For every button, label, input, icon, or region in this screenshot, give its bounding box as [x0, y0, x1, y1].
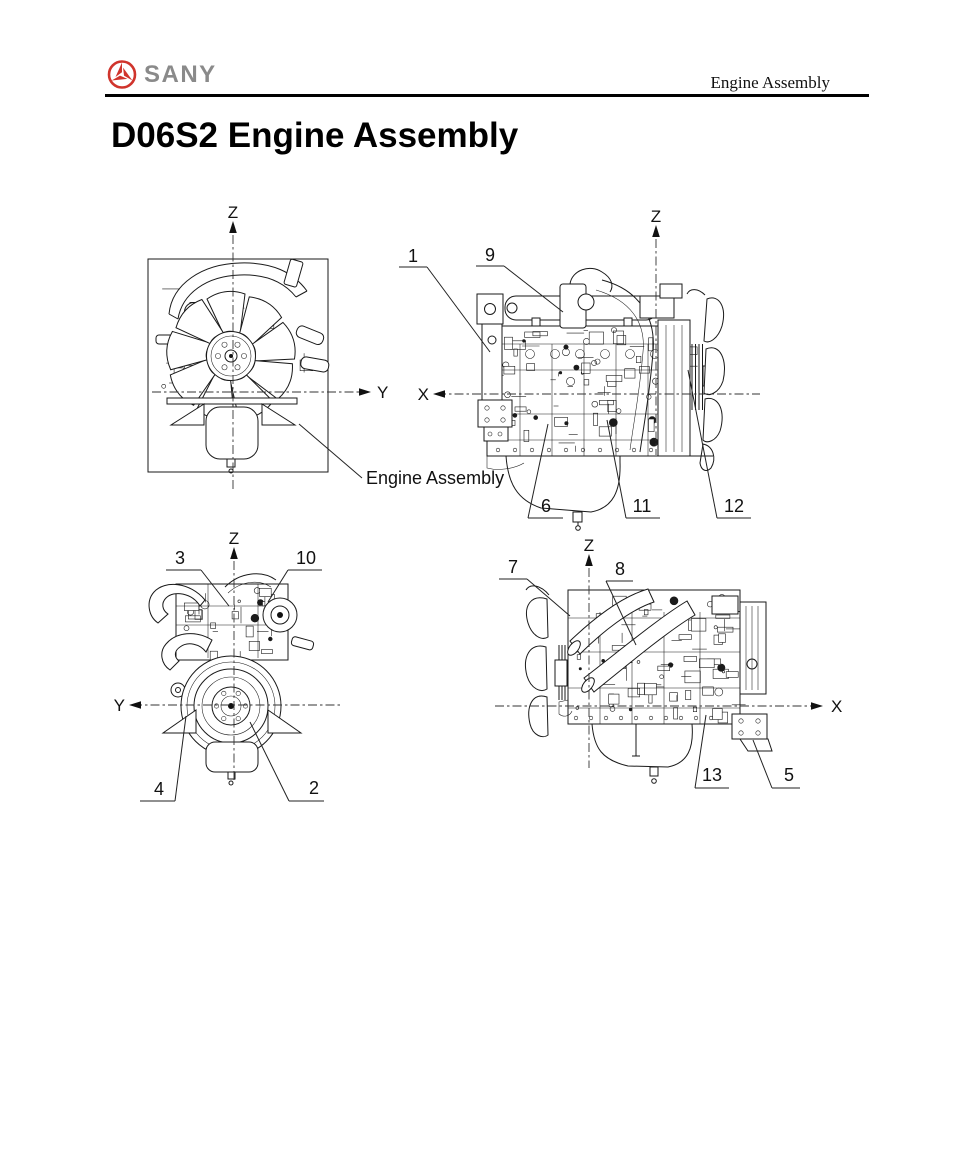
sany-logo-icon	[107, 60, 137, 89]
view-rear: Z Y 3 10 4 2	[114, 529, 340, 802]
axis-label-z: Z	[651, 207, 661, 226]
callout-13: 13	[694, 714, 729, 789]
x-axis-arrow	[811, 702, 823, 710]
callout-7: 7	[499, 557, 571, 617]
axis-label-x: X	[418, 385, 429, 404]
fan-hub	[206, 331, 256, 381]
svg-text:9: 9	[485, 245, 495, 265]
z-axis-arrow	[652, 225, 660, 237]
svg-text:4: 4	[154, 779, 164, 799]
svg-text:10: 10	[296, 548, 316, 568]
x-axis-arrow	[433, 390, 445, 398]
z-axis-arrow	[585, 554, 593, 566]
fan-blades-side	[686, 289, 725, 471]
y-axis-arrow	[129, 701, 141, 709]
svg-text:8: 8	[615, 559, 625, 579]
svg-text:11: 11	[633, 496, 652, 516]
figure-caption: Engine Assembly	[366, 468, 504, 488]
flywheel	[180, 655, 282, 757]
view-front: Z Y Engine Assembly	[147, 203, 504, 490]
callout-10: 10	[267, 548, 322, 603]
fan-blades-side	[525, 585, 550, 738]
engine-detail-texture	[575, 594, 751, 724]
axis-label-z: Z	[584, 536, 594, 555]
z-axis-arrow	[229, 221, 237, 233]
svg-text:5: 5	[784, 765, 794, 785]
callout-5: 5	[752, 739, 800, 789]
brand-wordmark: SANY	[144, 61, 217, 88]
svg-text:3: 3	[175, 548, 185, 568]
engine-detail-texture	[183, 587, 291, 664]
axis-label-y: Y	[377, 383, 388, 402]
callout-8: 8	[605, 559, 637, 646]
running-header: Engine Assembly	[710, 73, 830, 92]
svg-text:7: 7	[508, 557, 518, 577]
page-title: D06S2 Engine Assembly	[111, 116, 519, 155]
z-axis-arrow	[230, 547, 238, 559]
callout-12: 12	[687, 369, 751, 519]
svg-text:6: 6	[541, 496, 551, 516]
callout-4: 4	[140, 715, 187, 802]
axis-label-y: Y	[114, 696, 125, 715]
svg-text:12: 12	[724, 496, 744, 516]
header-rule	[105, 94, 869, 97]
axis-label-x: X	[831, 697, 842, 716]
axis-label-z: Z	[228, 203, 238, 222]
svg-text:2: 2	[309, 778, 319, 798]
callout-11: 11	[606, 419, 660, 519]
svg-text:13: 13	[702, 765, 722, 785]
view-left-side: Z X 1 9 6 11 12	[399, 207, 760, 531]
svg-text:1: 1	[408, 246, 418, 266]
axis-label-z: Z	[229, 529, 239, 548]
callout-3: 3	[166, 548, 230, 607]
callout-9: 9	[476, 245, 564, 313]
callout-1: 1	[399, 246, 491, 353]
view-right-side: Z X 7 8 13 5	[495, 536, 842, 789]
callout-6: 6	[527, 423, 563, 519]
y-axis-arrow	[359, 388, 371, 396]
callout-2: 2	[249, 721, 324, 802]
